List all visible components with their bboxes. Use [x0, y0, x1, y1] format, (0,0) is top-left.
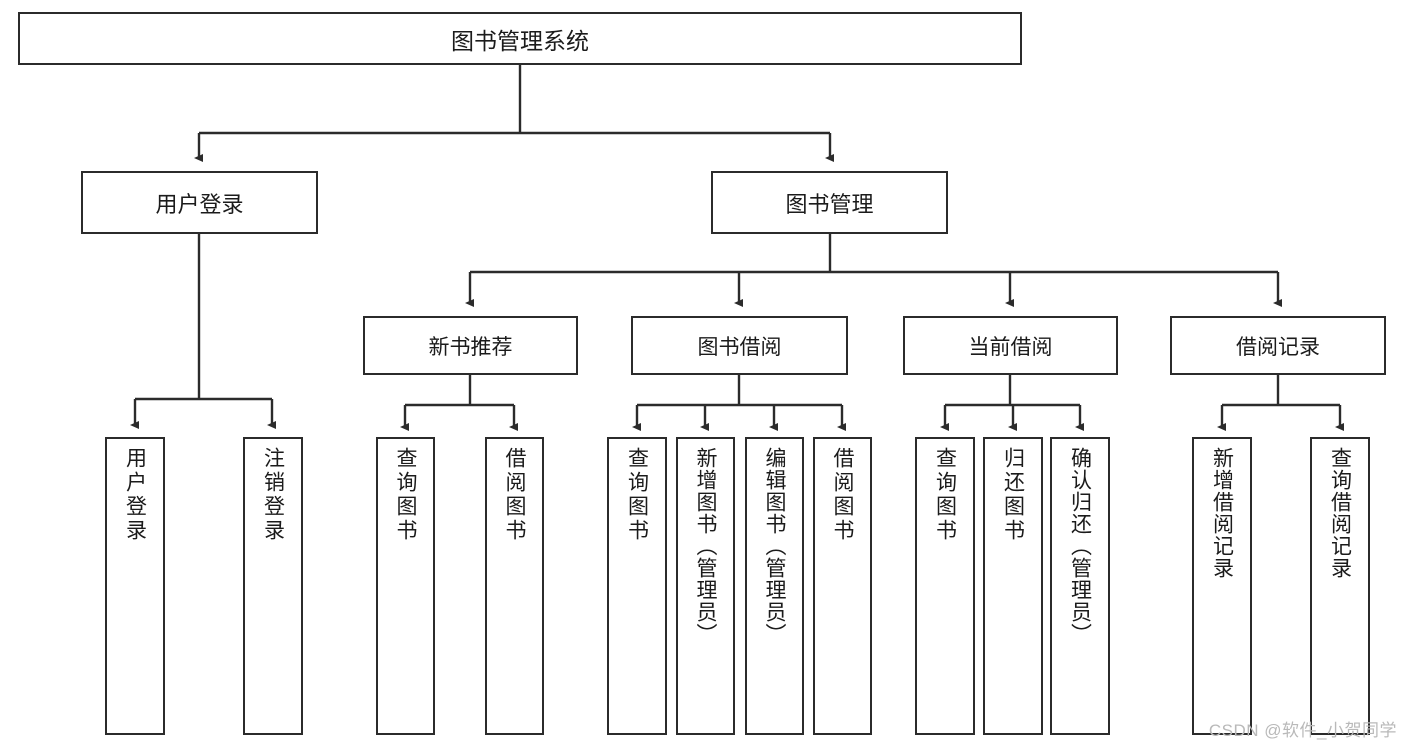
node-label: 归还图书: [1001, 447, 1025, 543]
node-label: 借阅图书: [831, 447, 854, 543]
leaf-record-add-borrow-record[interactable]: 新增借阅记录: [1192, 437, 1252, 735]
leaf-record-query-borrow-record[interactable]: 查询借阅记录: [1310, 437, 1370, 735]
node-new-book-recommend[interactable]: 新书推荐: [363, 316, 578, 375]
node-root-system[interactable]: 图书管理系统: [18, 12, 1022, 65]
node-label: 用户登录: [155, 191, 244, 217]
leaf-borrow-add-book-admin[interactable]: 新增图书（管理员）: [676, 437, 735, 735]
node-label: 查询图书: [933, 447, 957, 543]
leaf-borrow-borrow-book[interactable]: 借阅图书: [813, 437, 872, 735]
node-label: 借阅图书: [503, 447, 526, 543]
node-label: 借阅记录: [1236, 335, 1320, 359]
node-borrow-record[interactable]: 借阅记录: [1170, 316, 1386, 375]
node-label: 新书推荐: [428, 335, 513, 359]
node-book-management[interactable]: 图书管理: [711, 171, 948, 234]
watermark-text: CSDN @软件_小贺同学: [1208, 721, 1397, 740]
node-label: 查询图书: [394, 447, 417, 543]
node-book-borrow[interactable]: 图书借阅: [631, 316, 848, 375]
node-user-login[interactable]: 用户登录: [81, 171, 318, 234]
node-label: 查询借阅记录: [1328, 447, 1352, 579]
node-label: 用户登录: [123, 447, 147, 543]
leaf-user-login[interactable]: 用户登录: [105, 437, 165, 735]
node-label: 新增借阅记录: [1210, 447, 1234, 579]
leaf-current-return-book[interactable]: 归还图书: [983, 437, 1043, 735]
node-label: 图书管理: [785, 191, 874, 217]
leaf-user-logout[interactable]: 注销登录: [243, 437, 303, 735]
leaf-recommend-borrow-book[interactable]: 借阅图书: [485, 437, 544, 735]
node-current-borrow[interactable]: 当前借阅: [903, 316, 1118, 375]
node-label: 新增图书（管理员）: [694, 447, 717, 645]
leaf-borrow-query-book[interactable]: 查询图书: [607, 437, 667, 735]
node-label: 当前借阅: [968, 335, 1053, 359]
node-label: 图书管理系统: [451, 27, 589, 54]
node-label: 图书借阅: [697, 335, 782, 359]
leaf-recommend-query-book[interactable]: 查询图书: [376, 437, 435, 735]
leaf-borrow-edit-book-admin[interactable]: 编辑图书（管理员）: [745, 437, 804, 735]
node-label: 编辑图书（管理员）: [763, 447, 786, 645]
node-label: 查询图书: [625, 447, 649, 543]
leaf-current-confirm-return-admin[interactable]: 确认归还（管理员）: [1050, 437, 1110, 735]
leaf-current-query-book[interactable]: 查询图书: [915, 437, 975, 735]
node-label: 注销登录: [261, 447, 285, 543]
node-label: 确认归还（管理员）: [1068, 447, 1092, 645]
